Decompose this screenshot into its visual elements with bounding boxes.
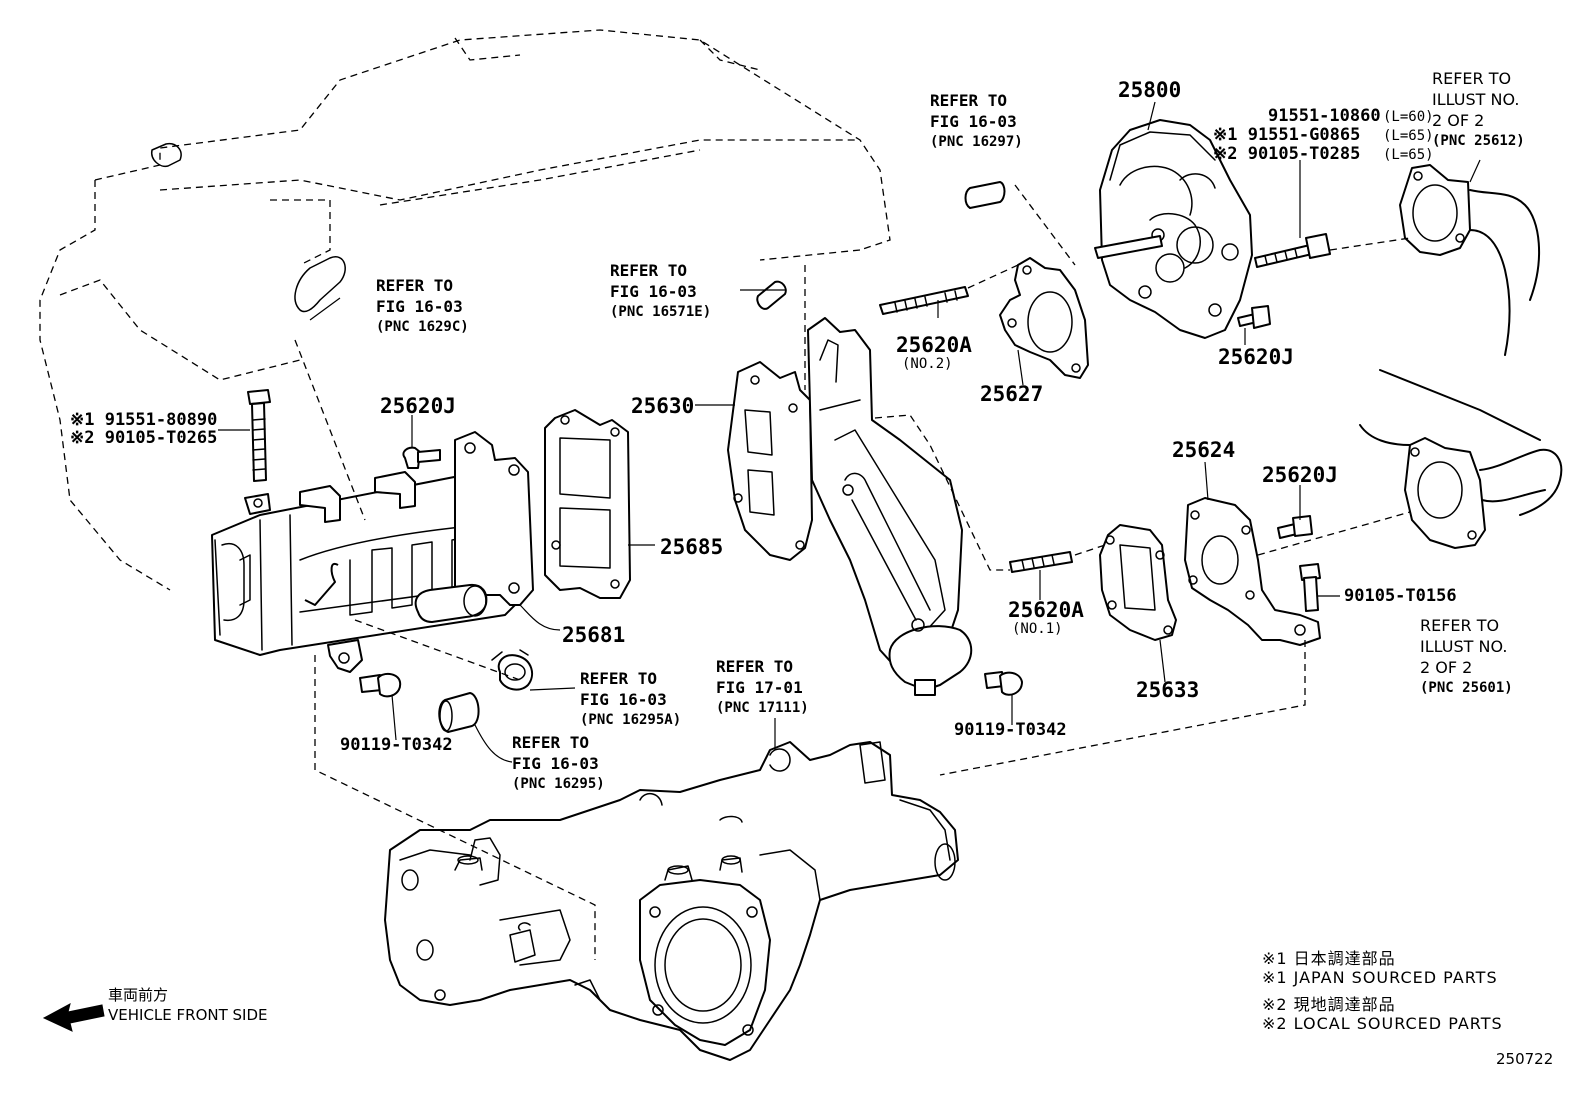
label-90105-T0156[interactable]: 90105-T0156 — [1344, 586, 1457, 606]
bolt-91551-10860 — [1254, 233, 1331, 268]
hose-16571E — [756, 280, 787, 310]
bolt-25620J-top — [1237, 305, 1271, 329]
ref-pnc-16295A[interactable]: REFER TO FIG 16-03 (PNC 16295A) — [580, 668, 681, 731]
ref-line1: REFER TO — [580, 669, 658, 688]
label-length-65b: (L=65) — [1383, 147, 1434, 163]
label-length-65a: (L=65) — [1383, 128, 1434, 144]
ref-pnc-1629C[interactable]: REFER TO FIG 16-03 (PNC 1629C) — [376, 275, 469, 338]
ref-line1: REFER TO — [512, 733, 590, 752]
ref-line4: (PNC 25612) — [1432, 133, 1525, 149]
clamp-16295A — [491, 649, 534, 691]
legend-line1: ※1 日本調達部品 — [1262, 949, 1396, 968]
label-25620A-no2[interactable]: 25620A — [896, 333, 972, 357]
pipe-25612 — [1399, 164, 1540, 356]
bolt-25620J-right — [1277, 515, 1313, 539]
front-label-en: VEHICLE FRONT SIDE — [108, 1006, 268, 1024]
hose-16295 — [438, 692, 480, 733]
leader-lines — [218, 101, 1481, 763]
front-label-jp: 車両前方 — [108, 986, 169, 1004]
ref-line1: REFER TO — [716, 657, 794, 676]
legend-line4: ※2 LOCAL SOURCED PARTS — [1262, 1014, 1503, 1033]
ref-line2: FIG 16-03 — [930, 112, 1017, 131]
ref-line1: REFER TO — [376, 276, 454, 295]
bolt-25620J-left — [402, 446, 441, 469]
label-25624[interactable]: 25624 — [1172, 438, 1236, 462]
ref-line1: REFER TO — [610, 261, 688, 280]
ref-pnc-17111[interactable]: REFER TO FIG 17-01 (PNC 17111) — [716, 656, 809, 719]
label-25685[interactable]: 25685 — [660, 535, 724, 559]
ref-line3: (PNC 17111) — [716, 700, 809, 716]
egr-pipe-25630 — [727, 317, 973, 696]
gasket-25633 — [1099, 524, 1177, 641]
stud-25620A-no2 — [879, 286, 969, 315]
ref-line2: FIG 17-01 — [716, 678, 803, 697]
illustration-id: 250722 — [1496, 1050, 1554, 1068]
ref-line2: FIG 16-03 — [512, 754, 599, 773]
label-91551-10860[interactable]: 91551-10860 — [1268, 106, 1381, 126]
ref-line3: (PNC 16295) — [512, 776, 605, 792]
ref-line4: (PNC 25601) — [1420, 680, 1513, 696]
engine-block-outline — [39, 29, 891, 591]
label-length-60: (L=60) — [1383, 109, 1434, 125]
ref-pnc-25612[interactable]: REFER TO ILLUST NO. 2 OF 2 (PNC 25612) — [1432, 68, 1525, 152]
gasket-25685 — [544, 409, 631, 599]
ref-line2: ILLUST NO. — [1420, 637, 1508, 656]
label-90119-T0342-left[interactable]: 90119-T0342 — [340, 735, 453, 755]
gasket-25627 — [999, 257, 1089, 379]
ref-line1: REFER TO — [1420, 616, 1500, 635]
ref-line2: FIG 16-03 — [610, 282, 697, 301]
ref-pnc-16297[interactable]: REFER TO FIG 16-03 (PNC 16297) — [930, 90, 1023, 153]
egr-valve-25800 — [1094, 119, 1253, 339]
label-25620J-left[interactable]: 25620J — [380, 394, 456, 418]
ref-line3: 2 OF 2 — [1420, 658, 1473, 677]
ref-line3: 2 OF 2 — [1432, 111, 1485, 130]
bolt-90105-T0156 — [1299, 563, 1321, 612]
ref-line3: (PNC 1629C) — [376, 319, 469, 335]
pipe-25601 — [1359, 369, 1563, 549]
ref-line2: FIG 16-03 — [376, 297, 463, 316]
vehicle-front-arrow-icon — [42, 1003, 105, 1032]
ref-pnc-25601[interactable]: REFER TO ILLUST NO. 2 OF 2 (PNC 25601) — [1420, 615, 1513, 699]
stud-25620A-no1 — [1009, 551, 1073, 573]
label-no1: (NO.1) — [1012, 621, 1063, 637]
label-91551-G0865[interactable]: ※1 91551-G0865 — [1213, 125, 1361, 145]
ref-line2: ILLUST NO. — [1432, 90, 1520, 109]
bracket-25624 — [1184, 497, 1321, 646]
label-90105-T0265[interactable]: ※2 90105-T0265 — [70, 428, 218, 448]
label-90105-T0285[interactable]: ※2 90105-T0285 — [1213, 144, 1361, 164]
label-25620J-top[interactable]: 25620J — [1218, 345, 1294, 369]
label-25627[interactable]: 25627 — [980, 382, 1044, 406]
ref-line3: (PNC 16571E) — [610, 304, 712, 320]
bolt-90119-left — [359, 672, 402, 698]
label-25630[interactable]: 25630 — [631, 394, 695, 418]
label-25620A-no1[interactable]: 25620A — [1008, 598, 1084, 622]
assembly-lines — [294, 184, 1411, 960]
egr-cooler-25681 — [211, 431, 534, 673]
label-91551-80890[interactable]: ※1 91551-80890 — [70, 410, 218, 430]
label-90119-T0342-mid[interactable]: 90119-T0342 — [954, 720, 1067, 740]
ref-line1: REFER TO — [1432, 69, 1512, 88]
label-25681[interactable]: 25681 — [562, 623, 626, 647]
bolt-90119-mid — [984, 671, 1023, 696]
label-no2: (NO.2) — [902, 356, 953, 372]
ref-pnc-16571E[interactable]: REFER TO FIG 16-03 (PNC 16571E) — [610, 260, 711, 323]
label-25633[interactable]: 25633 — [1136, 678, 1200, 702]
ref-line1: REFER TO — [930, 91, 1008, 110]
label-25620J-right[interactable]: 25620J — [1262, 463, 1338, 487]
ref-line3: (PNC 16297) — [930, 134, 1023, 150]
label-25800[interactable]: 25800 — [1118, 78, 1182, 102]
hose-16297 — [964, 181, 1006, 209]
ref-line2: FIG 16-03 — [580, 690, 667, 709]
ref-pnc-16295[interactable]: REFER TO FIG 16-03 (PNC 16295) — [512, 732, 605, 795]
legend-line3: ※2 現地調達部品 — [1262, 995, 1396, 1014]
ref-line3: (PNC 16295A) — [580, 712, 682, 728]
legend-line2: ※1 JAPAN SOURCED PARTS — [1262, 968, 1498, 987]
bolt-91551-80890 — [247, 389, 271, 482]
intake-manifold — [384, 741, 959, 1061]
